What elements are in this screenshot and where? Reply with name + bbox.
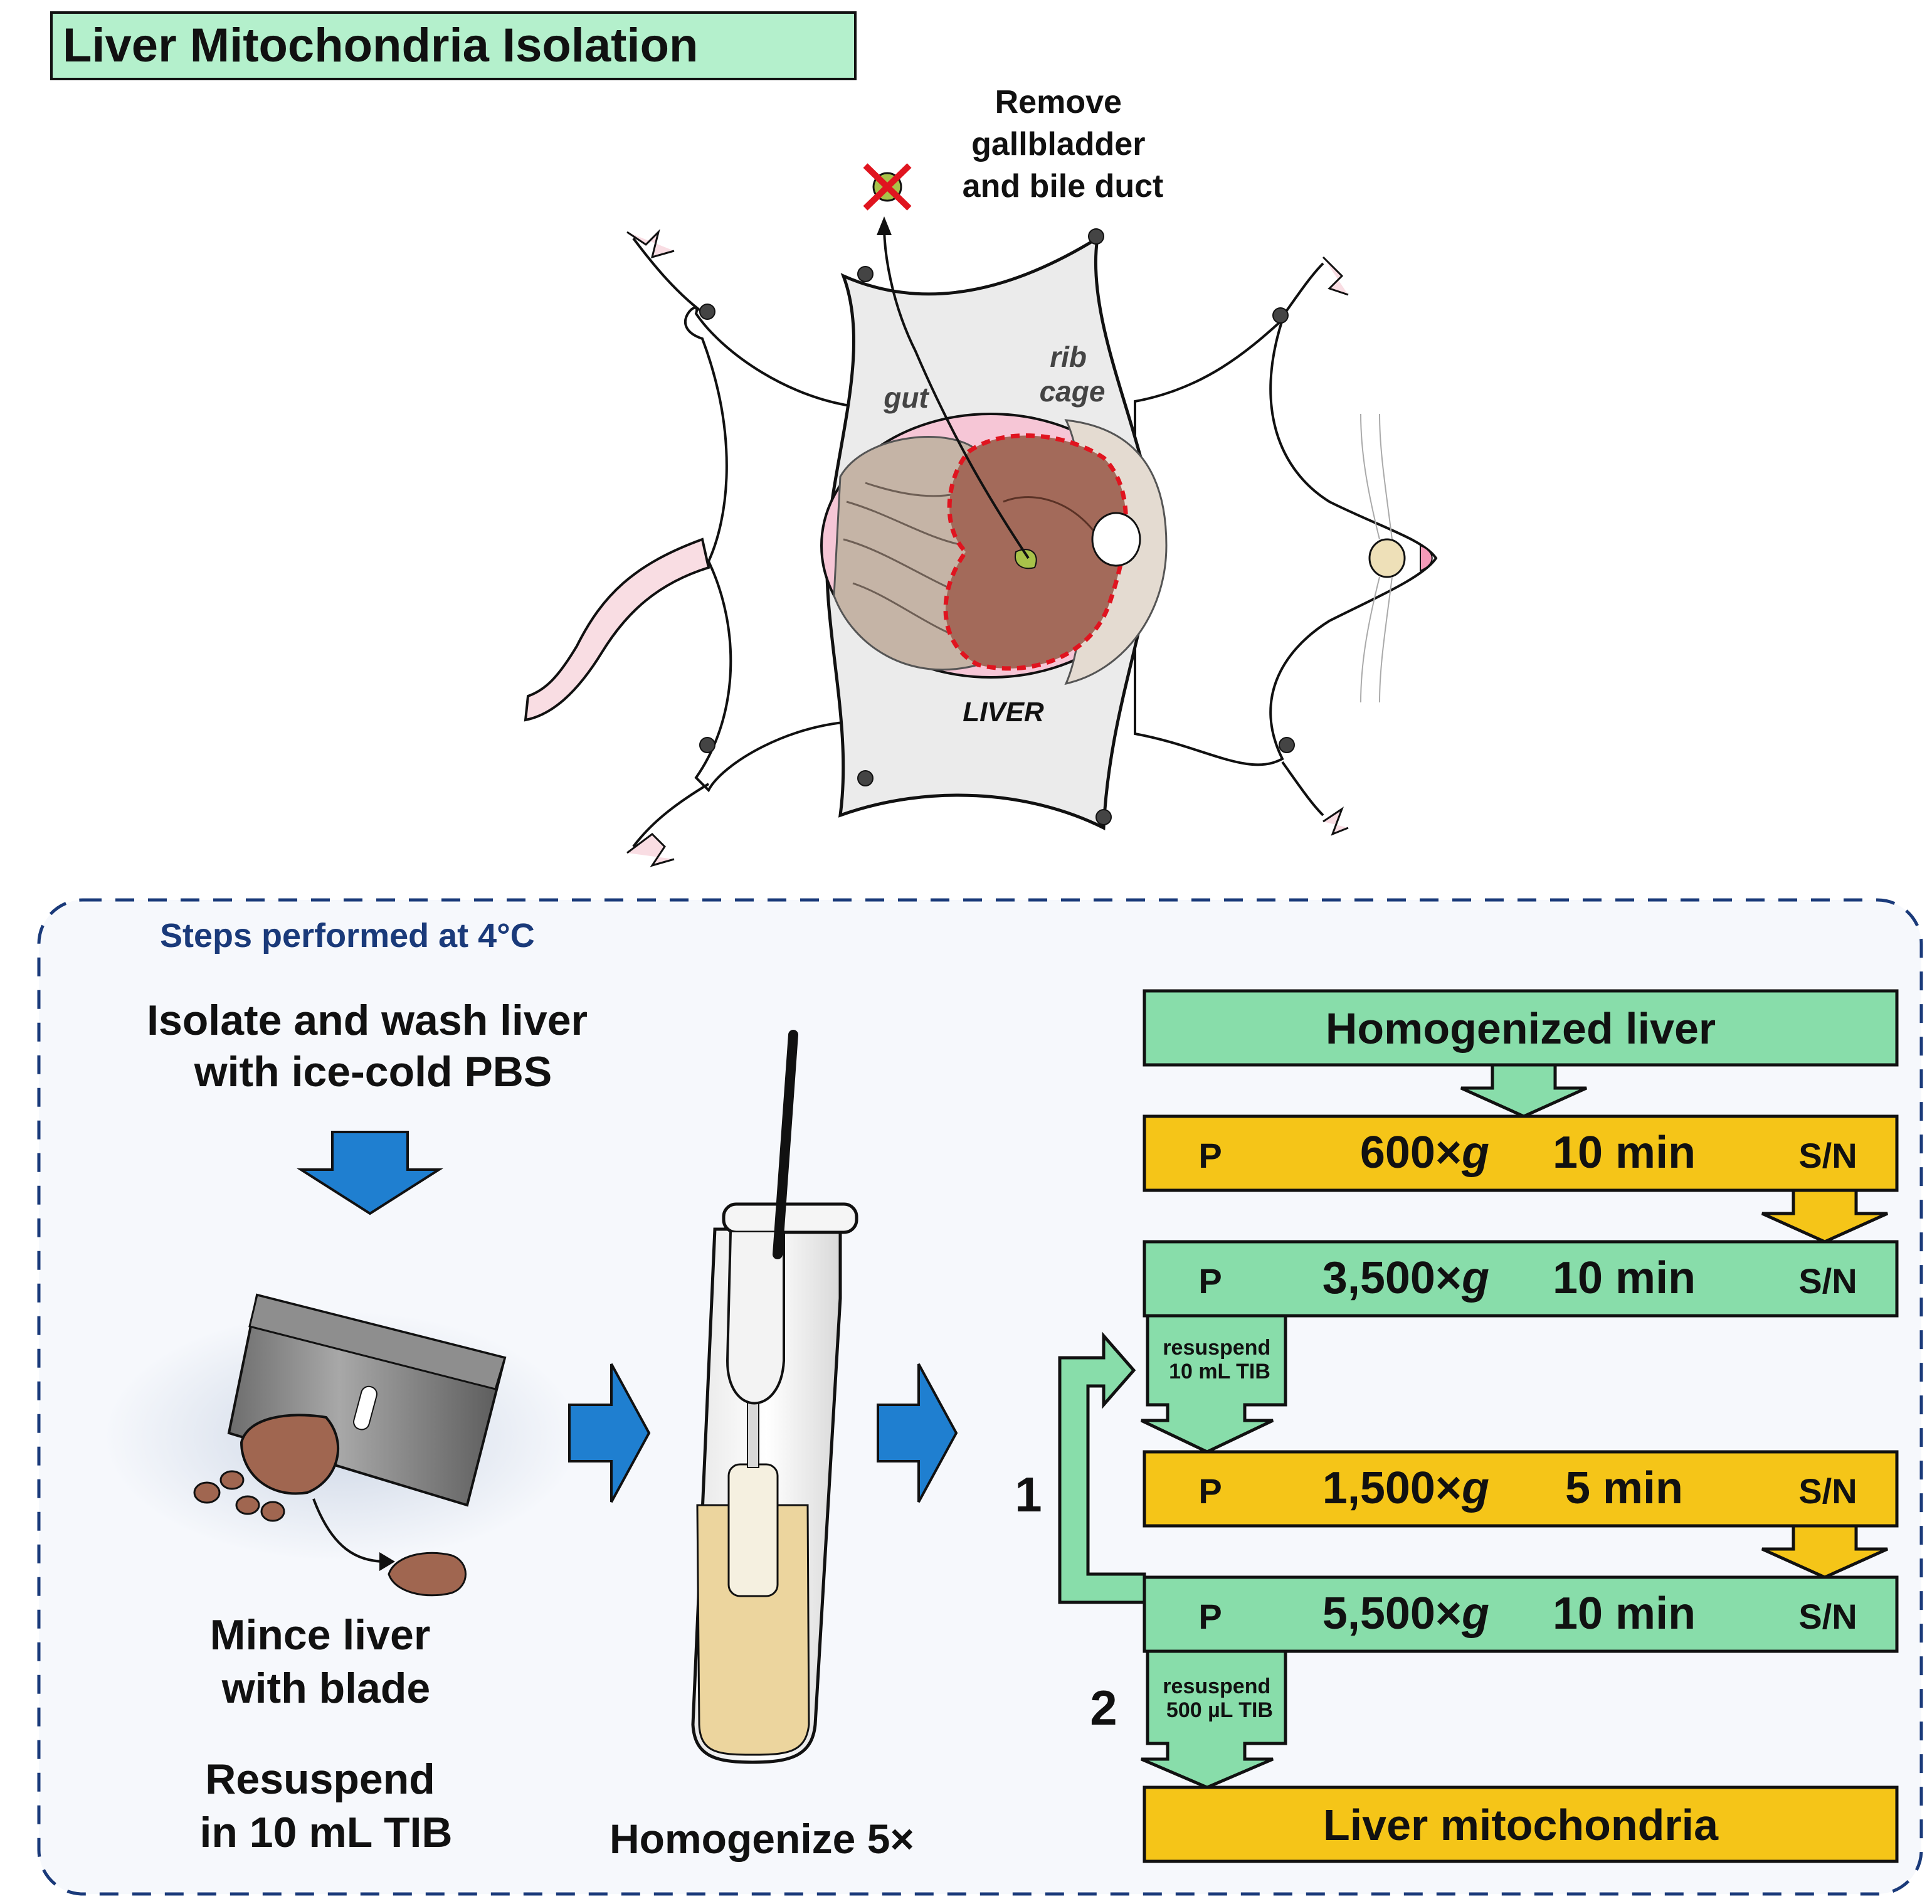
spin-row-5500g	[1143, 1575, 1899, 1653]
liver-mitochondria-label: Liver mitochondria	[1323, 1801, 1719, 1849]
mouse-tail	[524, 537, 710, 722]
whiskers	[1360, 413, 1393, 703]
left-front-paw	[626, 229, 675, 259]
loop-2-label: 2	[1090, 1680, 1117, 1735]
right-arrow-2	[877, 1363, 958, 1503]
homogenizer-tube	[691, 1030, 858, 1764]
mouse-nose	[1420, 544, 1433, 572]
mouse-head-skin	[1134, 315, 1438, 766]
minced-liver	[388, 1552, 467, 1597]
supernatant-label: S/N	[1798, 1136, 1857, 1175]
spin-row-3500g	[1143, 1240, 1899, 1318]
right-arrow-1	[568, 1363, 651, 1503]
right-front-paw	[1322, 256, 1349, 296]
spin-speed-5500g: 5,500×g	[1322, 1589, 1489, 1639]
spin-time-600g: 10 min	[1553, 1128, 1696, 1178]
loop-1-label: 1	[1015, 1467, 1042, 1522]
right-hind-paw	[1322, 807, 1349, 836]
mouse-dissection: Remove gallbladder and bile duct gut rib…	[524, 84, 1438, 867]
removal-arrow	[883, 225, 1030, 559]
spin-row-600g	[1143, 1114, 1899, 1192]
cross-icon	[863, 163, 912, 211]
spin-speed-600g: 600×g	[1360, 1128, 1489, 1178]
title-text: Liver Mitochondria Isolation	[63, 19, 698, 72]
steps-header: Steps performed at 4°C	[160, 917, 535, 955]
homogenized-liver-label: Homogenized liver	[1326, 1004, 1716, 1053]
loop-arrow-1	[1058, 1331, 1146, 1604]
step-resuspend: Resuspend in 10 mL TIB	[199, 1755, 452, 1856]
resuspend-arrow-2	[1141, 1649, 1287, 1789]
heart-outline	[1091, 512, 1141, 567]
liver-label: LIVER	[963, 697, 1044, 727]
homogenized-liver-box	[1143, 989, 1899, 1067]
liver	[943, 433, 1128, 671]
supernatant-label: S/N	[1798, 1261, 1857, 1301]
spin-time-3500g: 10 min	[1553, 1253, 1696, 1303]
gallbladder	[1015, 549, 1037, 569]
step-mince: Mince liver with blade	[210, 1611, 442, 1712]
spin-speed-3500g: 3,500×g	[1322, 1253, 1489, 1303]
pellet-label: P	[1198, 1261, 1222, 1301]
resuspend-1-label: resuspend 10 mL TIB	[1163, 1336, 1276, 1383]
left-hind-paw	[626, 833, 675, 867]
cold-steps-panel: Steps performed at 4°C Isolate and wash …	[37, 898, 1923, 1896]
mouse-eye	[1368, 538, 1406, 578]
gut-label: gut	[883, 381, 929, 414]
supernatant-label: S/N	[1798, 1471, 1857, 1511]
pellet-label: P	[1198, 1597, 1222, 1636]
dissection-pins	[699, 228, 1295, 825]
resuspend-arrow-1	[1140, 1314, 1287, 1454]
down-arrow	[297, 1131, 443, 1215]
liver-mitochondria-box	[1143, 1785, 1899, 1863]
step-homogenize: Homogenize 5×	[610, 1816, 914, 1862]
rib-cage-label: rib cage	[1040, 341, 1106, 408]
remove-label: Remove gallbladder and bile duct	[963, 84, 1164, 204]
title-box: Liver Mitochondria Isolation	[50, 11, 857, 80]
pellet-label: P	[1198, 1136, 1222, 1175]
spin-speed-1500g: 1,500×g	[1322, 1463, 1489, 1513]
spin-row-1500g	[1143, 1450, 1899, 1528]
mouse-skin	[684, 306, 867, 793]
liver-piece	[240, 1414, 340, 1495]
centrifugation-flowchart: Homogenized liver P 600×g 10 min S/N P 3…	[1015, 989, 1899, 1863]
spin-time-1500g: 5 min	[1565, 1463, 1683, 1513]
supernatant-label: S/N	[1798, 1597, 1857, 1636]
spin-time-5500g: 10 min	[1553, 1589, 1696, 1639]
razor-blade-illustration	[103, 1293, 580, 1597]
resuspend-2-label: resuspend 500 µL TIB	[1163, 1674, 1276, 1722]
step-isolate-wash: Isolate and wash liver with ice-cold PBS	[147, 997, 599, 1096]
pellet-label: P	[1198, 1471, 1222, 1511]
